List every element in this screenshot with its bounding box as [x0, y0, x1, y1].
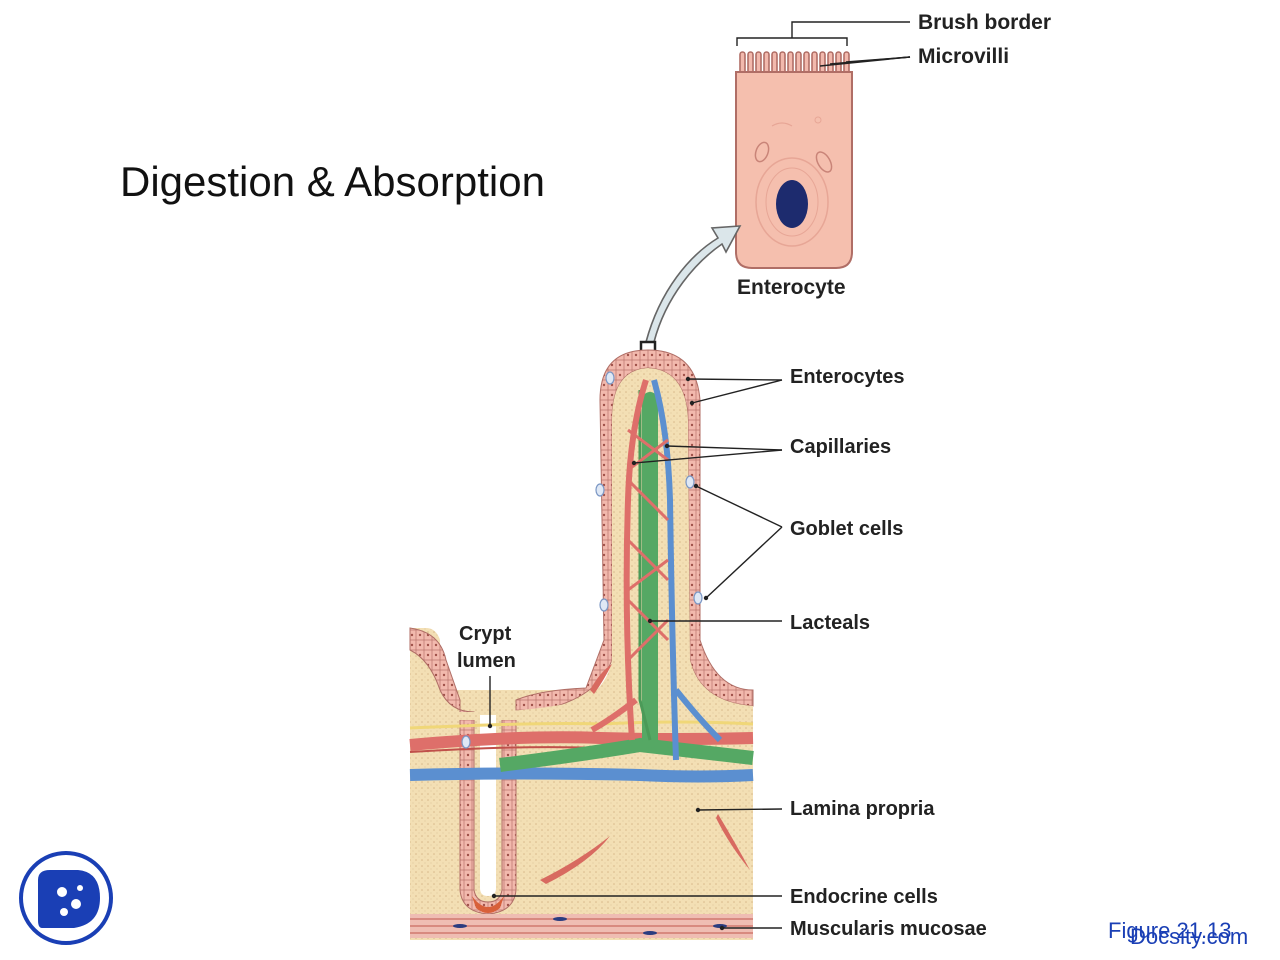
- enterocyte-cell: [735, 51, 853, 269]
- label-lamina-propria: Lamina propria: [790, 798, 935, 820]
- label-microvilli: Microvilli: [918, 45, 1009, 68]
- figure-reference: Figure 21.13: [1108, 918, 1232, 943]
- label-goblet-cells: Goblet cells: [790, 518, 903, 540]
- label-enterocyte: Enterocyte: [737, 276, 846, 299]
- zoom-arrow: [644, 225, 742, 343]
- label-lumen: lumen: [457, 650, 516, 672]
- label-endocrine-cells: Endocrine cells: [790, 886, 938, 908]
- label-enterocytes: Enterocytes: [790, 366, 905, 388]
- tissue-block: [409, 349, 754, 940]
- nucleus: [776, 180, 808, 228]
- label-crypt: Crypt: [459, 623, 512, 645]
- label-lacteals: Lacteals: [790, 612, 870, 634]
- docsity-logo-icon[interactable]: [18, 850, 114, 946]
- label-capillaries: Capillaries: [790, 436, 891, 458]
- watermark-link[interactable]: Docsity.com: [1130, 924, 1249, 949]
- slide-title: Digestion & Absorption: [120, 158, 545, 205]
- label-muscularis-mucosae: Muscularis mucosae: [790, 918, 987, 940]
- label-brush-border: Brush border: [918, 11, 1051, 34]
